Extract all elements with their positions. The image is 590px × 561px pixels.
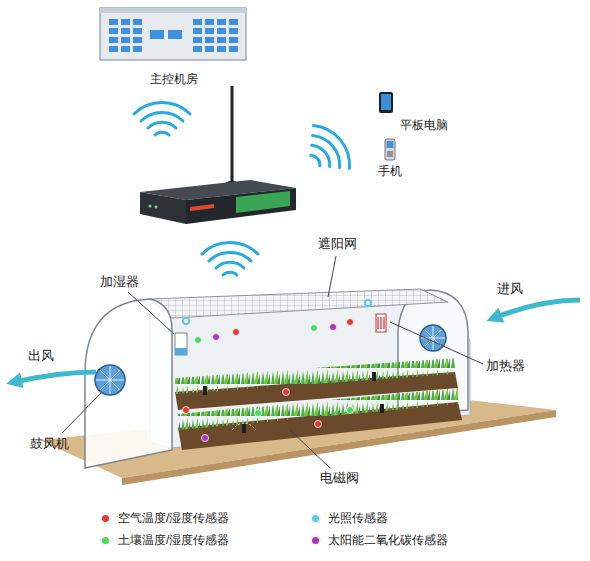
wind-label: 出风 — [28, 348, 54, 364]
node-label: 主控机房 — [150, 72, 198, 86]
server-room-node: 主控机房 — [100, 6, 248, 86]
part-label: 加湿器 — [100, 274, 139, 290]
legend-label: 太阳能二氧化碳传感器 — [328, 532, 448, 549]
legend-label: 空气温度/湿度传感器 — [118, 510, 229, 527]
leader-line — [62, 256, 483, 468]
server-room-building — [100, 8, 246, 60]
phone-node: 手机 — [370, 136, 410, 178]
legend-label: 光照传感器 — [328, 510, 388, 527]
gateway-router — [140, 86, 296, 224]
greenhouse — [85, 289, 470, 468]
legend-swatch — [102, 515, 109, 522]
wind-label: 进风 — [497, 281, 523, 297]
node-label: 手机 — [378, 164, 402, 178]
legend-row: 太阳能二氧化碳传感器 — [312, 532, 448, 549]
phone-icon — [385, 139, 395, 160]
legend-row: 光照传感器 — [312, 510, 388, 527]
wifi-signal — [202, 243, 258, 275]
tablet-node: 平板电脑 — [376, 88, 448, 132]
legend-swatch — [312, 537, 319, 544]
part-label: 遮阳网 — [318, 236, 357, 252]
node-label: 平板电脑 — [400, 118, 448, 132]
wifi-signal — [297, 118, 358, 182]
legend-label: 土壤温度/湿度传感器 — [118, 532, 229, 549]
legend-row: 土壤温度/湿度传感器 — [102, 532, 229, 549]
legend-swatch — [102, 537, 109, 544]
tablet-icon — [379, 92, 393, 113]
legend-swatch — [312, 515, 319, 522]
wifi-signal — [134, 103, 190, 135]
part-label: 电磁阀 — [320, 470, 359, 486]
wind-arrow — [14, 372, 96, 382]
legend-row: 空气温度/湿度传感器 — [102, 510, 229, 527]
wind-arrow — [494, 300, 580, 318]
part-label: 加热器 — [486, 358, 525, 374]
part-label: 鼓风机 — [30, 436, 69, 452]
